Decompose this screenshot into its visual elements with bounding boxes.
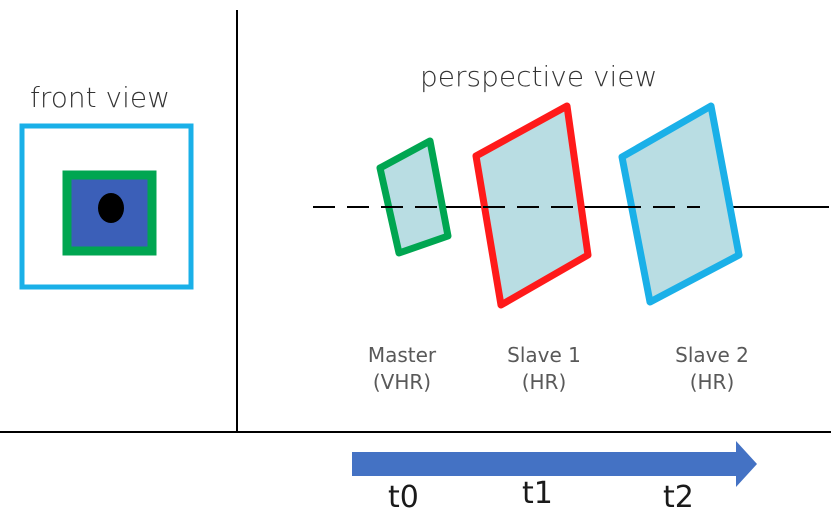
master-label: Master (VHR) <box>352 342 452 396</box>
time-label-t1: t1 <box>522 476 553 511</box>
slave1-name: Slave 1 <box>507 343 581 367</box>
front-view-center-dot <box>98 193 124 223</box>
slave2-label: Slave 2 (HR) <box>662 342 762 396</box>
slave2-panel <box>618 102 743 306</box>
slave2-resolution: (HR) <box>689 370 735 394</box>
time-label-t2: t2 <box>663 480 694 515</box>
time-arrow <box>352 441 757 487</box>
slave1-label: Slave 1 (HR) <box>494 342 594 396</box>
master-resolution: (VHR) <box>372 370 432 394</box>
front-view-green-square <box>62 170 157 256</box>
master-panel <box>376 137 452 257</box>
slave2-name: Slave 2 <box>675 343 749 367</box>
slave1-resolution: (HR) <box>521 370 567 394</box>
front-view-outer-square <box>19 123 194 290</box>
front-view-title: front view <box>30 81 170 114</box>
slave1-panel <box>472 102 592 309</box>
time-label-t0: t0 <box>388 480 419 515</box>
perspective-view-title: perspective view <box>420 60 658 93</box>
master-name: Master <box>367 343 437 367</box>
